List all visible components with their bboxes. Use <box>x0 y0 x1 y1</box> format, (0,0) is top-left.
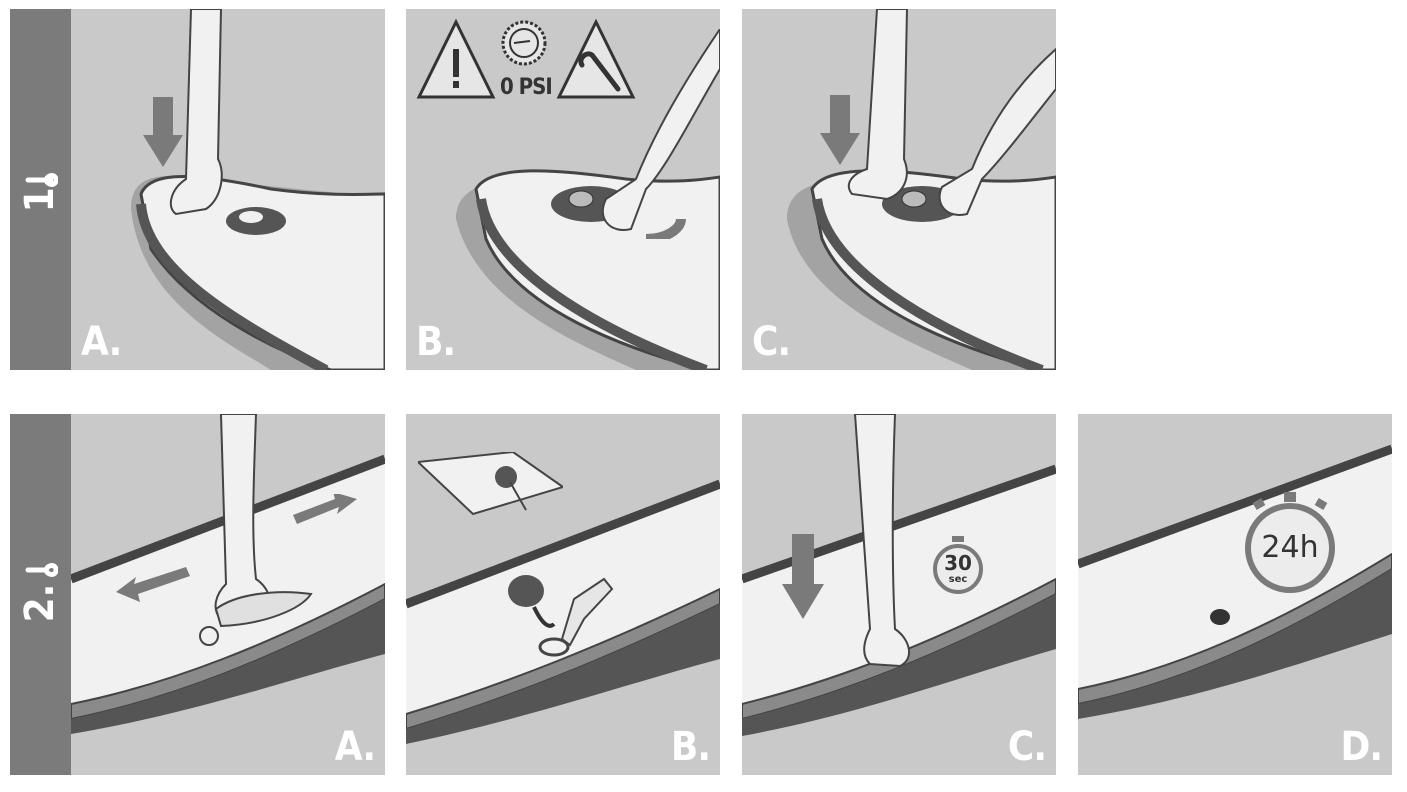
hand-press-illustration <box>853 414 910 668</box>
warning-icon <box>416 19 496 99</box>
board-nose-illustration <box>456 169 720 370</box>
psi-text: 0 PSI <box>500 75 553 100</box>
hands-illustration <box>847 9 1056 216</box>
step-2-panel-b: B. <box>406 414 720 775</box>
wrench-icon <box>25 173 58 187</box>
hand-wipe-illustration <box>214 414 313 628</box>
step-2-panel-c: 30 sec C. <box>742 414 1056 775</box>
right-arrow-icon <box>293 494 357 524</box>
panel-letter: A. <box>81 319 122 365</box>
step-2-panel-a: A. <box>71 414 385 775</box>
step-1-panel-b: 0 PSI B. <box>406 9 720 370</box>
panel-letter: A. <box>334 724 376 770</box>
pressure-gauge-icon <box>501 20 547 66</box>
panel-letter: B. <box>416 319 456 365</box>
step-1-bar <box>10 9 71 370</box>
step-2-panel-d: 24h D. <box>1078 414 1392 775</box>
hand-turn-illustration <box>601 29 720 239</box>
stopwatch-icon <box>933 536 983 594</box>
panel-letter: C. <box>1007 724 1047 770</box>
stopwatch-icon <box>1245 492 1335 593</box>
board-rail-illustration <box>1078 444 1392 719</box>
panel-letter: D. <box>1340 724 1383 770</box>
down-arrow-icon <box>820 95 860 165</box>
down-arrow-icon <box>143 97 183 167</box>
valve-wrench-icon <box>556 19 636 99</box>
step-1-panel-c: C. <box>742 9 1056 370</box>
wrench-icon <box>25 563 58 577</box>
timer-unit: sec <box>948 574 968 585</box>
timer-value: 24h <box>1261 530 1319 565</box>
board-rail-illustration <box>406 479 720 744</box>
timer-value: 30 <box>944 551 972 575</box>
glue-tube-icon <box>508 575 614 647</box>
left-arrow-icon <box>116 567 190 602</box>
board-nose-illustration <box>787 169 1056 370</box>
step-2-bar <box>10 414 71 775</box>
down-arrow-icon <box>782 534 824 619</box>
panel-letter: B. <box>670 724 711 770</box>
patch-icon <box>418 452 563 516</box>
board-nose-illustration <box>131 175 385 370</box>
hand-press-illustration <box>169 9 223 216</box>
step-1-panel-a: A. <box>71 9 385 370</box>
panel-letter: C. <box>752 319 791 365</box>
